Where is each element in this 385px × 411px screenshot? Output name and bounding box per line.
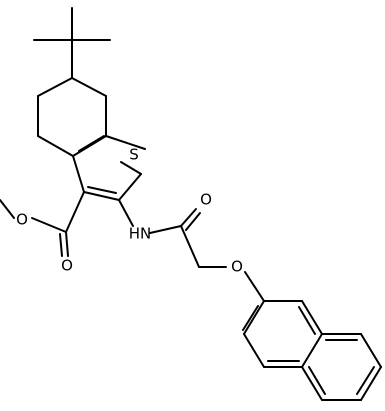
- bond-nh-carbonyl: [149, 225, 182, 234]
- bond-c4-c3a: [37, 135, 74, 157]
- bond-s-c2-lower: [118, 173, 142, 201]
- bond-c3a-c7a-double: [78, 135, 105, 152]
- ester-carbonyl-oxygen-label: O: [61, 257, 73, 275]
- bond-n9: [360, 366, 382, 401]
- ester-ether-oxygen-label: O: [16, 211, 28, 229]
- bond-n4: [301, 333, 323, 368]
- bond-ester-o-methyl: [0, 199, 15, 219]
- bond-ester-c-o-single: [31, 217, 67, 233]
- bond-ester-c-o-double-b: [59, 233, 63, 257]
- bond-c2-nh: [118, 199, 134, 227]
- bond-c7a-s: [105, 135, 146, 150]
- bond-n5-inner: [298, 306, 316, 335]
- bond-n11: [301, 366, 323, 401]
- bond-carbonyl-o-b: [185, 212, 201, 231]
- bond-c2-c3: [83, 191, 120, 201]
- bonds: [0, 7, 382, 401]
- bond-n8: [360, 333, 382, 368]
- amide-carbonyl-oxygen-label: O: [200, 191, 212, 209]
- bond-c2-c3-double: [87, 186, 117, 194]
- bond-ester-c-o-double-a: [65, 231, 69, 257]
- atom-labels: S O O HN O O: [16, 146, 243, 276]
- ether-oxygen-label: O: [231, 258, 243, 276]
- bond-o-naphthyl: [244, 271, 265, 302]
- amide-nitrogen-label: HN: [129, 225, 152, 243]
- bond-c3-c3a: [72, 155, 85, 193]
- bond-carbonyl-ch2: [180, 225, 200, 268]
- bond-n2: [243, 333, 265, 368]
- bond-carbonyl-o-a: [180, 208, 197, 227]
- bond-n1-inner: [242, 305, 259, 331]
- bond-n9-inner: [356, 366, 375, 395]
- bond-c3a-c7a: [72, 135, 107, 157]
- bond-s-c2: [120, 161, 142, 175]
- bond-c3-ester-c: [65, 191, 85, 233]
- bond-c6-c5: [37, 77, 73, 97]
- bond-n5: [301, 300, 323, 335]
- bond-n11-inner: [308, 366, 326, 395]
- bond-n1: [243, 300, 265, 335]
- bond-c6-c7: [71, 77, 107, 97]
- sulfur-label: S: [129, 146, 139, 164]
